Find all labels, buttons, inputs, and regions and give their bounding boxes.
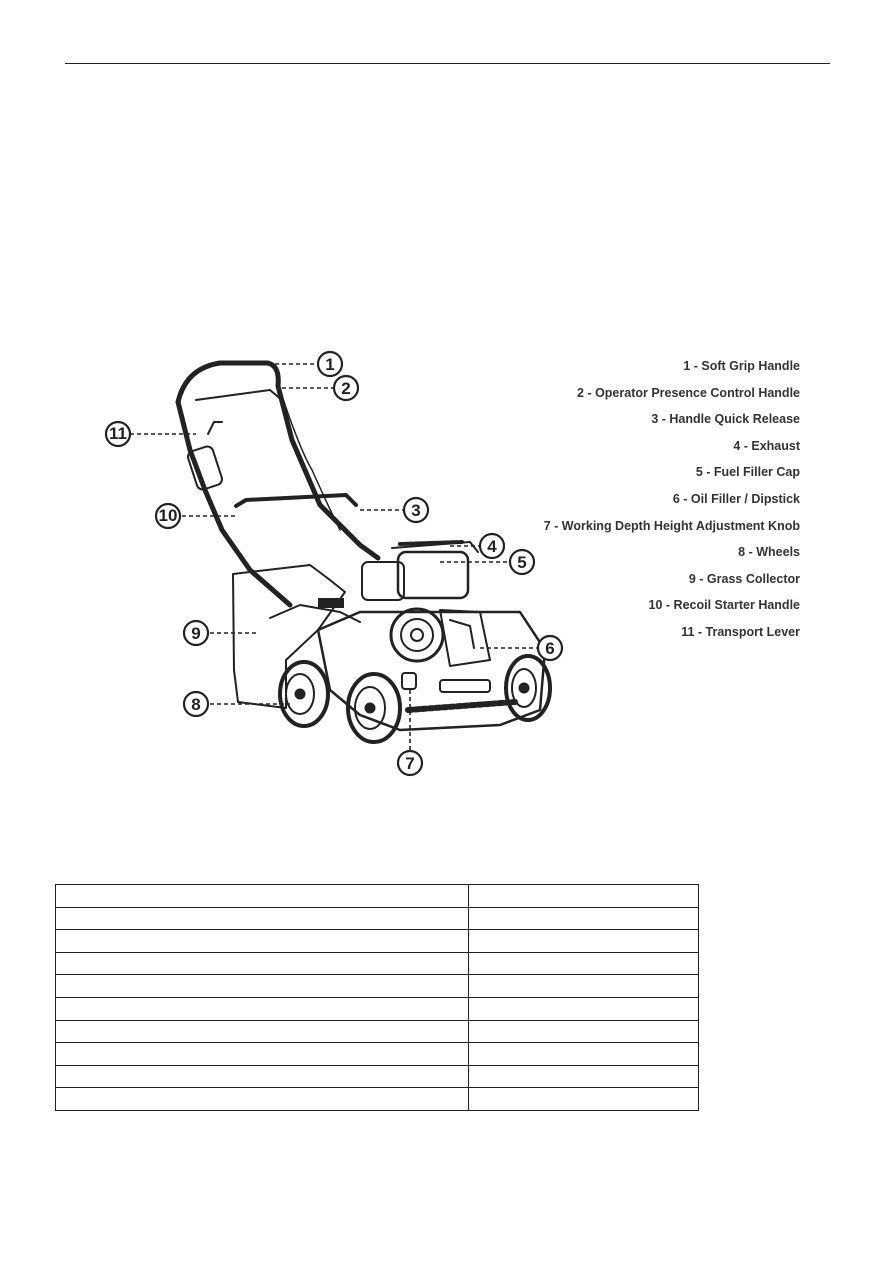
legend-item: 6 - Oil Filler / Dipstick — [672, 491, 800, 506]
spec-label-cell — [55, 996, 469, 1021]
table-row — [55, 906, 699, 931]
leader-lines — [130, 363, 538, 750]
svg-text:3: 3 — [411, 501, 420, 520]
table-row — [55, 996, 699, 1021]
legend-item: 5 - Fuel Filler Cap — [695, 465, 800, 480]
callout-1: 1 — [316, 350, 344, 378]
callout-11: 11 — [104, 420, 132, 448]
table-row — [55, 974, 699, 998]
wheel-rear-left — [278, 660, 330, 728]
svg-text:9: 9 — [191, 624, 200, 643]
spec-label-cell — [55, 929, 469, 953]
spec-table — [55, 884, 699, 1111]
table-row — [55, 1087, 699, 1111]
callout-3: 3 — [402, 496, 430, 524]
spec-label-cell — [55, 906, 469, 931]
spec-label-cell — [55, 951, 469, 976]
callout-markers: 1 2 3 4 5 6 7 8 9 10 11 — [104, 350, 564, 777]
spec-value-cell — [468, 1087, 699, 1111]
callout-4: 4 — [478, 532, 506, 560]
spec-value-cell — [468, 1042, 699, 1066]
spec-value-cell — [468, 884, 699, 908]
legend-item: 3 - Handle Quick Release — [651, 412, 800, 427]
svg-text:1: 1 — [325, 355, 334, 374]
table-row — [55, 951, 699, 976]
legend-item: 8 - Wheels — [738, 545, 800, 560]
table-row — [55, 929, 699, 953]
spec-label-cell — [55, 1042, 469, 1066]
legend-item: 9 - Grass Collector — [688, 571, 800, 586]
svg-text:2: 2 — [341, 379, 350, 398]
svg-text:7: 7 — [405, 754, 414, 773]
machine-drawing — [175, 360, 552, 744]
legend-item: 2 - Operator Presence Control Handle — [577, 385, 800, 400]
callout-9: 9 — [182, 619, 210, 647]
spec-value-cell — [468, 929, 699, 953]
legend-item: 10 - Recoil Starter Handle — [648, 598, 800, 613]
spec-value-cell — [468, 974, 699, 998]
table-row — [55, 1042, 699, 1066]
header-rule — [65, 63, 830, 64]
callout-5: 5 — [508, 548, 536, 576]
callout-7: 7 — [396, 749, 424, 777]
legend-item: 11 - Transport Lever — [681, 624, 800, 639]
spec-label-cell — [55, 884, 469, 908]
spec-label-cell — [55, 974, 469, 998]
spec-value-cell — [468, 1019, 699, 1044]
spec-value-cell — [468, 951, 699, 976]
table-row — [55, 1064, 699, 1089]
table-row — [55, 884, 699, 908]
spec-value-cell — [468, 996, 699, 1021]
wheel-front-left — [346, 672, 402, 744]
legend-item: 1 - Soft Grip Handle — [683, 359, 800, 373]
svg-text:10: 10 — [159, 506, 178, 525]
spec-label-cell — [55, 1019, 469, 1044]
spec-value-cell — [468, 1064, 699, 1089]
svg-text:8: 8 — [191, 695, 200, 714]
callout-2: 2 — [332, 374, 360, 402]
wheel-front-right — [504, 654, 552, 722]
parts-legend: 1 - Soft Grip Handle 2 - Operator Presen… — [380, 356, 800, 649]
spec-label-cell — [55, 1064, 469, 1089]
callout-10: 10 — [154, 502, 182, 530]
svg-text:11: 11 — [109, 424, 127, 443]
svg-text:5: 5 — [517, 553, 526, 572]
spec-label-cell — [55, 1087, 469, 1111]
callout-8: 8 — [182, 690, 210, 718]
table-row — [55, 1019, 699, 1044]
legend-item: 4 - Exhaust — [733, 438, 800, 453]
scarifier-diagram: 1 2 3 4 5 6 7 8 9 10 11 — [0, 330, 893, 800]
svg-text:6: 6 — [545, 639, 554, 658]
legend-item: 7 - Working Depth Height Adjustment Knob — [543, 518, 800, 533]
svg-text:4: 4 — [487, 537, 497, 556]
spec-value-cell — [468, 906, 699, 931]
callout-6: 6 — [536, 634, 564, 662]
